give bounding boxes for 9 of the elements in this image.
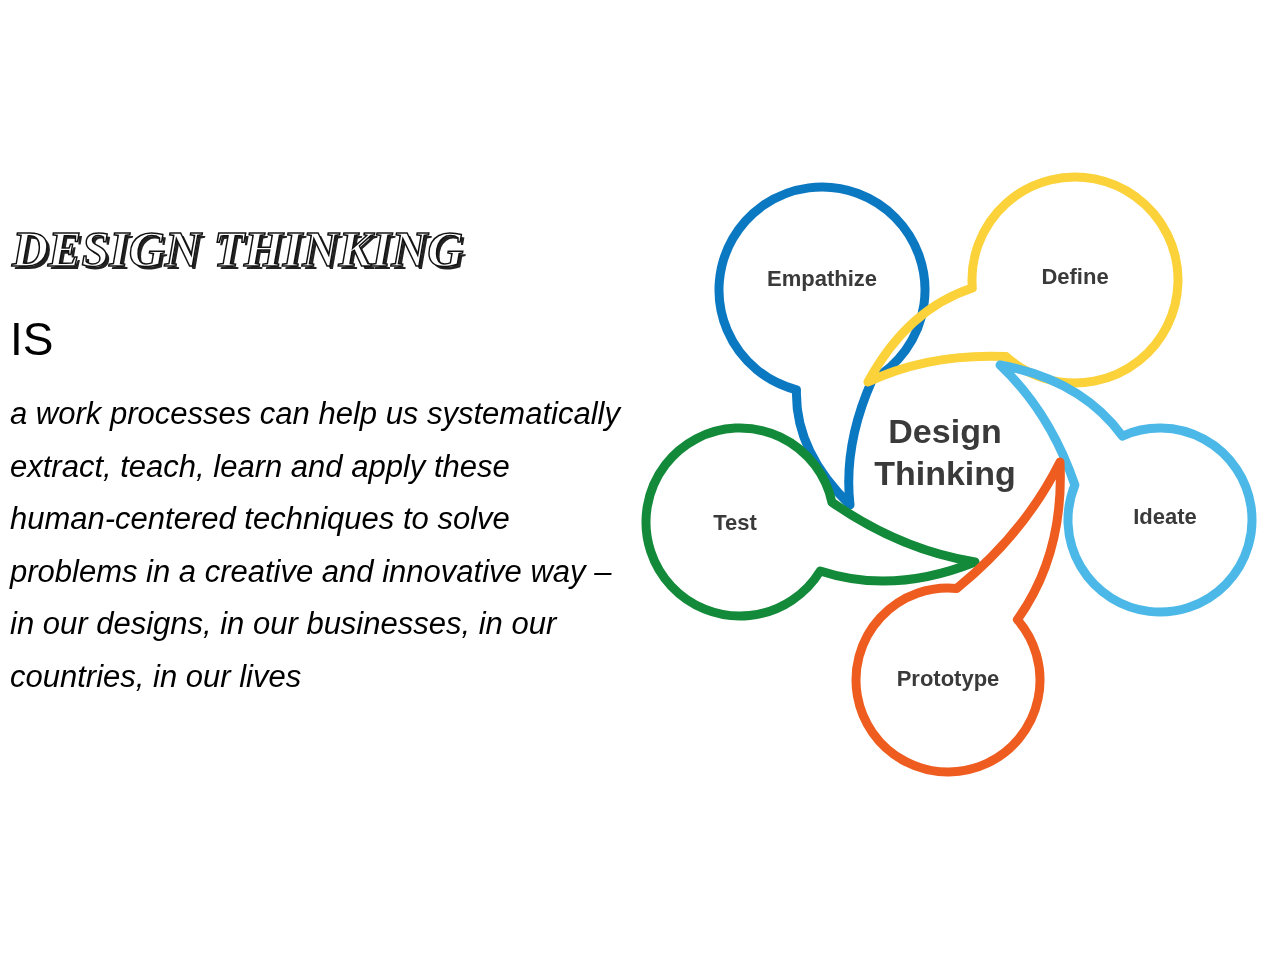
- stage-label: Prototype: [896, 664, 1000, 693]
- stage-label: Define: [1041, 262, 1109, 291]
- stage-label: Test: [713, 508, 757, 537]
- description-paragraph: a work processes can help us systematically extract, teach, learn and apply these human-centered techniques to solve problems in a creative and innovative way – in our designs, in our businesses, in our countries, in our lives: [10, 395, 620, 696]
- stage-label: Empathize: [767, 264, 877, 293]
- stage-label: Ideate: [1133, 502, 1197, 531]
- heading-word: IS: [10, 312, 54, 367]
- center-label: Design Thinking: [855, 407, 1035, 497]
- title: DESIGN THINKING: [12, 220, 464, 279]
